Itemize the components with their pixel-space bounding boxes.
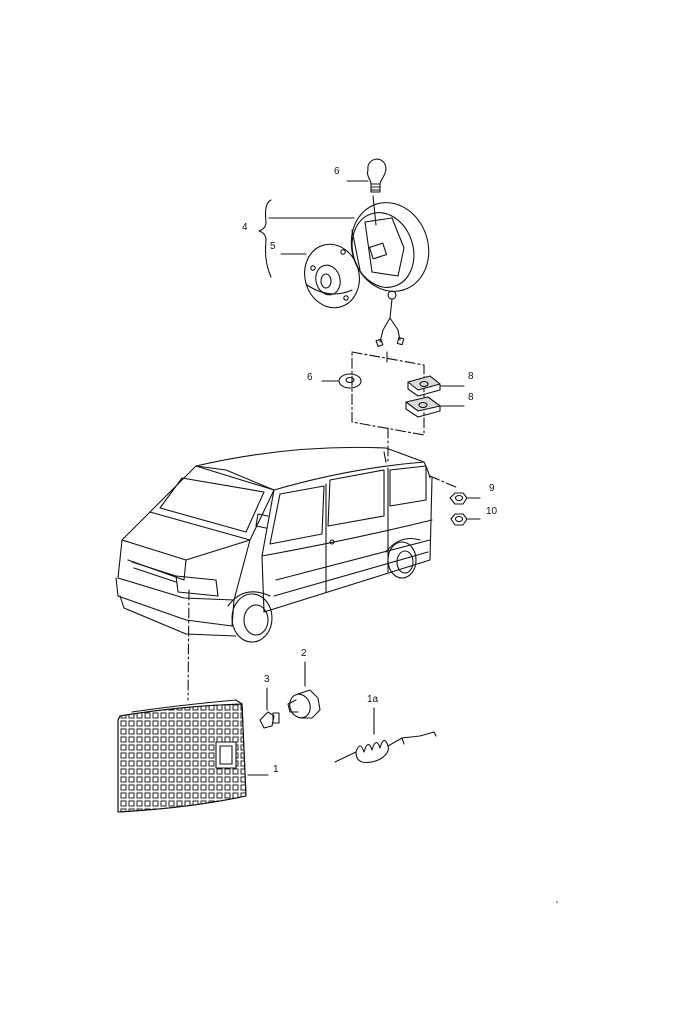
bracket-4 (258, 199, 272, 278)
callout-5: 5 (270, 241, 276, 252)
callout-9: 9 (489, 483, 495, 494)
callout-4: 4 (242, 222, 248, 233)
callout-1a: 1a (367, 694, 379, 705)
clip-part-lower (405, 396, 441, 418)
callout-10: 10 (486, 506, 498, 517)
stray-dot (556, 901, 558, 903)
nut-9 (449, 492, 468, 505)
callout-2: 2 (301, 648, 307, 659)
washer-part (338, 373, 362, 389)
spring-part (334, 731, 437, 764)
indicator-lens-part (117, 699, 247, 813)
assembly-frame (187, 351, 459, 701)
lamp-housing (350, 195, 430, 348)
clip-part-upper (407, 375, 441, 397)
small-bulb-part (259, 711, 280, 729)
bulb-part (367, 158, 387, 193)
callout-6: 6 (334, 166, 340, 177)
bulb-socket-part (287, 689, 321, 719)
callout-7: 6 (307, 372, 313, 383)
callout-3: 3 (264, 674, 270, 685)
callout-1: 1 (273, 764, 279, 775)
lamp-lens (304, 243, 360, 309)
callout-8a: 8 (468, 371, 474, 382)
nut-10 (450, 513, 468, 526)
van-illustration (115, 446, 433, 643)
callout-8b: 8 (468, 392, 474, 403)
